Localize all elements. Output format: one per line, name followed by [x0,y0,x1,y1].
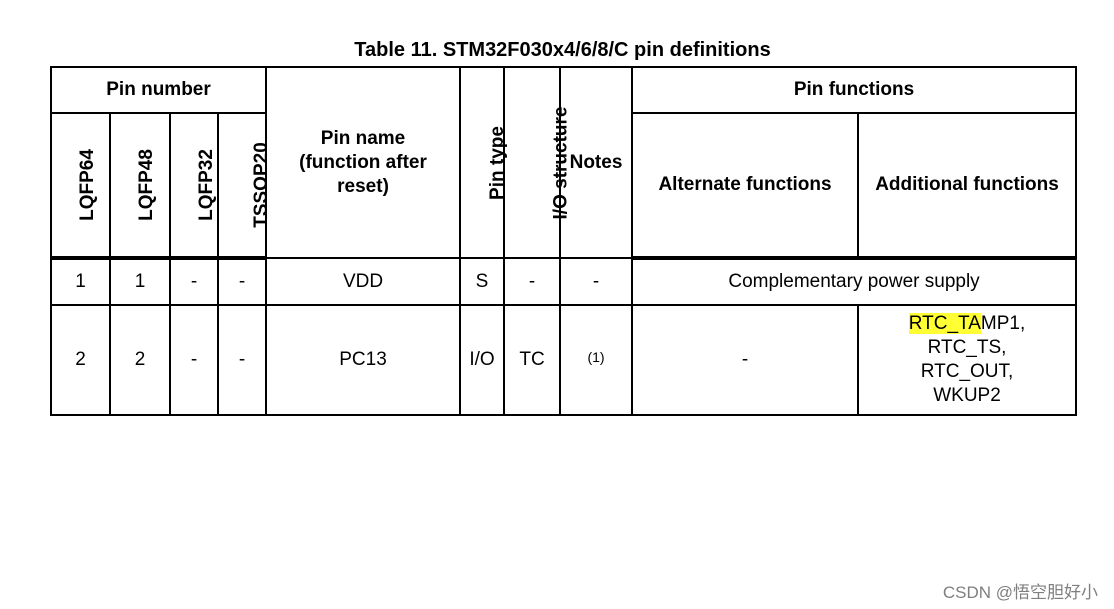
header-pin-name-line1: Pin name [320,127,406,149]
table-title: Table 11. STM32F030x4/6/8/C pin definiti… [354,39,771,61]
cell-notes: (1) [559,304,634,416]
header-lqfp64: LQFP64 [50,112,111,260]
header-additional-functions: Additional functions [857,112,1078,260]
function-text: WKUP2 [933,385,1001,406]
cell-notes: - [559,257,634,306]
header-pin-name-line3: reset) [337,175,389,197]
function-text: RTC_OUT, [920,361,1014,382]
header-lqfp48: LQFP48 [109,112,171,260]
cell-lqfp48: 1 [109,257,171,306]
cell-lqfp32: - [169,304,219,416]
header-tssop20: TSSOP20 [216,112,272,260]
cell-lqfp32: - [169,257,219,306]
cell-lqfp64: 2 [50,304,111,416]
header-alternate-functions: Alternate functions [631,112,860,260]
notes-footnote-ref: (1) [587,349,605,365]
header-io-structure-label: I/O structure [550,106,572,219]
pin-definitions-table: Pin number Pin name (function after rese… [49,66,1078,416]
cell-lqfp48: 2 [109,304,171,416]
header-notes: Notes [559,66,634,259]
header-lqfp32-label: LQFP32 [195,149,217,221]
cell-pin-type: S [459,257,506,306]
table-row: 2 2 - - PC13 I/O TC (1) - RTC_TAMP1, RTC… [50,304,1078,416]
header-lqfp64-label: LQFP64 [76,149,98,221]
cell-io-structure: TC [503,304,562,416]
header-pin-functions: Pin functions [631,66,1078,114]
header-pin-name-line2: (function after [299,151,427,173]
header-pin-number: Pin number [49,66,268,114]
cell-pin-name: VDD [265,257,462,306]
cell-alternate-functions: - [631,304,860,416]
header-io-structure: I/O structure [503,66,572,259]
function-text: MP1, [980,313,1026,334]
highlighted-text: RTC_TA [908,313,981,334]
header-tssop20-label: TSSOP20 [250,142,272,228]
cell-tssop20: - [216,257,268,306]
table-row: 1 1 - - VDD S - - Complementary power su… [50,257,1078,306]
cell-additional-functions: RTC_TAMP1, RTC_TS, RTC_OUT, WKUP2 [857,304,1078,416]
function-text: RTC_TS, [927,337,1007,358]
cell-pin-name: PC13 [265,304,462,416]
header-lqfp48-label: LQFP48 [135,149,157,221]
cell-pin-type: I/O [459,304,506,416]
cell-pin-functions-merged: Complementary power supply [631,257,1078,306]
header-pin-name: Pin name (function after reset) [265,66,462,259]
cell-lqfp64: 1 [50,257,111,306]
header-pin-type: Pin type [459,66,508,259]
header-lqfp32: LQFP32 [169,112,219,260]
watermark: CSDN @悟空胆好小 [942,583,1098,602]
cell-io-structure: - [503,257,562,306]
cell-tssop20: - [216,304,268,416]
